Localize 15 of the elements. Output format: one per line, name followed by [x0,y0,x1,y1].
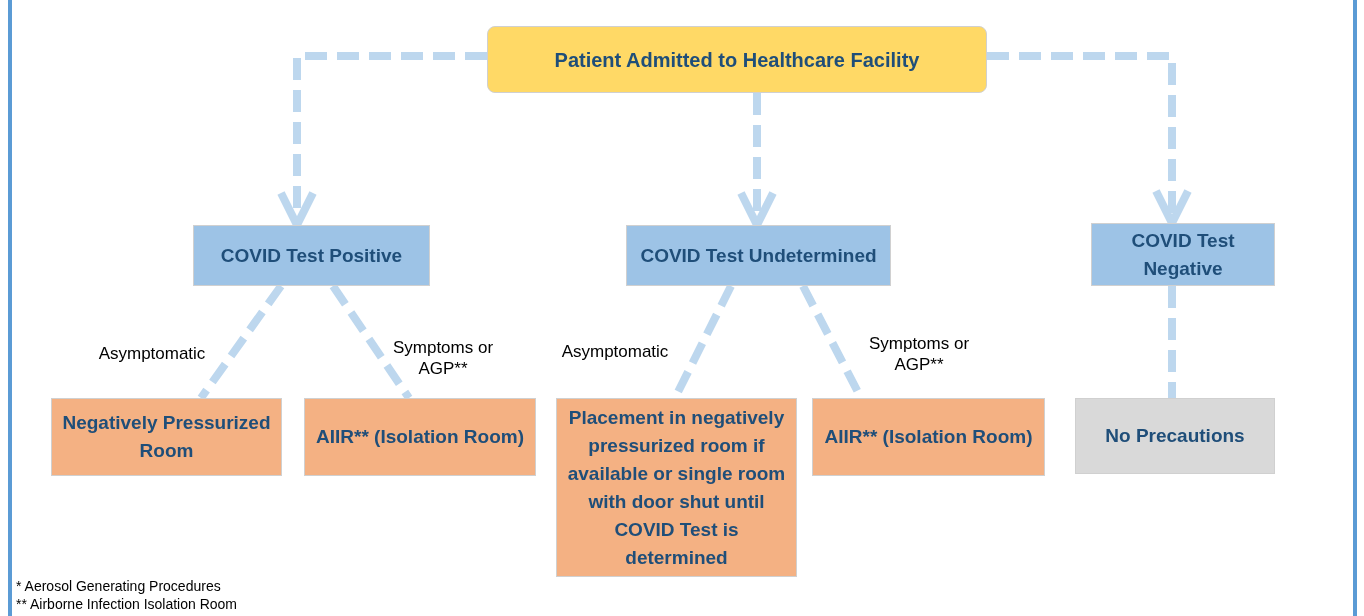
footnote: * Aerosol Generating Procedures [16,577,221,595]
flow-box: Negatively Pressurized Room [51,398,282,476]
flow-box: COVID Test Positive [193,225,430,286]
flow-box: COVID Test Undetermined [626,225,891,286]
edge-label: Symptoms or AGP** [391,337,495,379]
flow-box: Placement in negatively pressurized room if available or single room with door shut until COVID Test is determined [556,398,797,577]
flow-box: COVID Test Negative [1091,223,1275,286]
edge-label: Asymptomatic [97,343,207,364]
footnote: ** Airborne Infection Isolation Room [16,595,237,613]
flow-box: No Precautions [1075,398,1275,474]
edge-label: Symptoms or AGP** [867,333,971,375]
flow-box: AIIR** (Isolation Room) [304,398,536,476]
flow-box: Patient Admitted to Healthcare Facility [487,26,987,93]
edge-label: Asymptomatic [560,341,670,362]
flow-box: AIIR** (Isolation Room) [812,398,1045,476]
